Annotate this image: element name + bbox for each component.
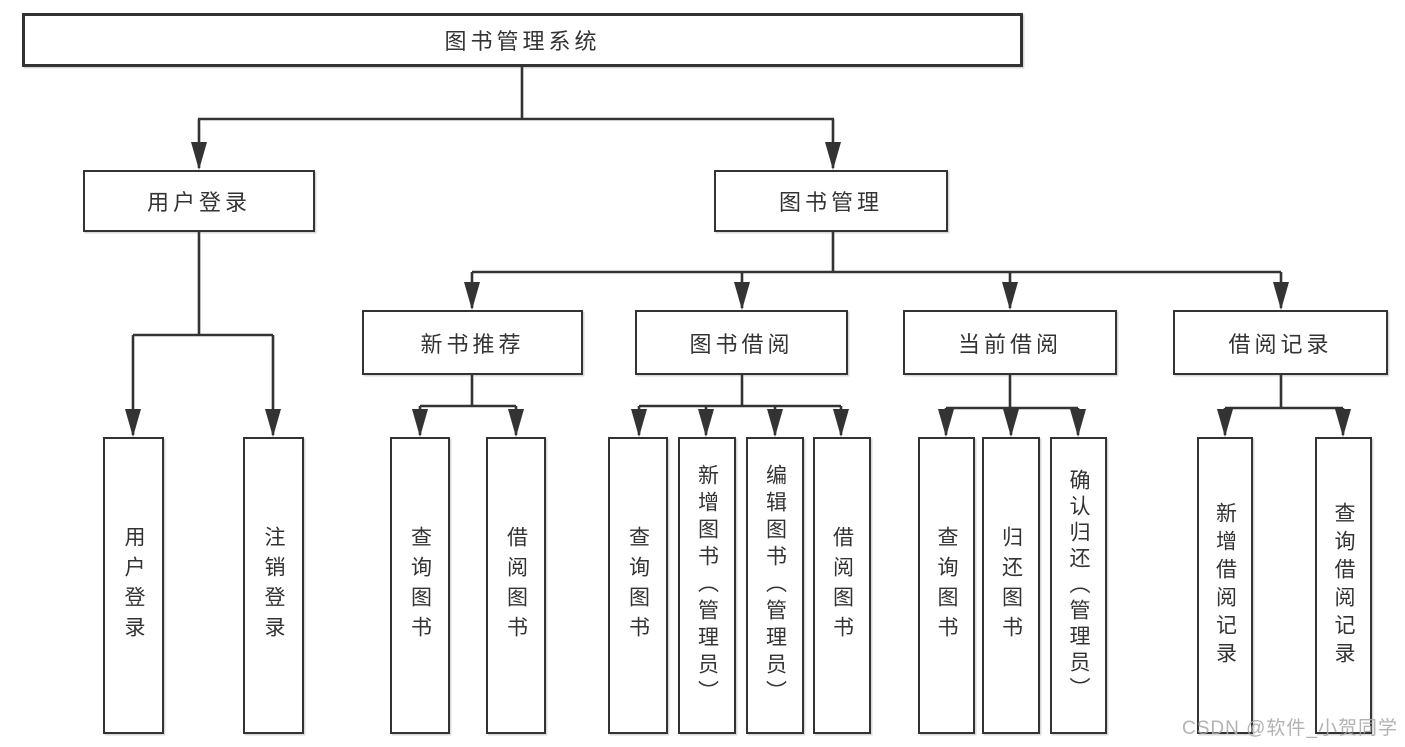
leaf-add-book-admin: 新增图书（管理员） bbox=[678, 437, 736, 734]
connector-user-login-children bbox=[125, 232, 281, 437]
leaf-confirm-return-admin-label: 确认归还（管理员） bbox=[1067, 468, 1090, 703]
leaf-query-borrow-record: 查询借阅记录 bbox=[1315, 437, 1372, 734]
leaf-edit-book-admin-label: 编辑图书（管理员） bbox=[763, 464, 787, 707]
arrowhead bbox=[825, 142, 841, 170]
leaf-return-books: 归还图书 bbox=[982, 437, 1040, 734]
leaf-logout: 注销登录 bbox=[243, 437, 304, 734]
csdn-watermark: CSDN @软件_小贺同学 bbox=[1182, 718, 1398, 739]
node-borrowing-records: 借阅记录 bbox=[1173, 310, 1388, 375]
node-book-management: 图书管理 bbox=[714, 170, 948, 232]
arrowhead bbox=[698, 409, 714, 437]
leaf-query-borrow-record-label: 查询借阅记录 bbox=[1332, 501, 1355, 670]
leaf-user-login: 用户登录 bbox=[103, 437, 164, 734]
arrowhead bbox=[631, 409, 647, 437]
leaf-add-book-admin-label: 新增图书（管理员） bbox=[695, 464, 719, 707]
arrowhead bbox=[412, 409, 428, 437]
leaf-query-books-3: 查询图书 bbox=[918, 437, 975, 734]
connector-current-borrow-children bbox=[938, 375, 1086, 437]
node-current-borrowing-label: 当前借阅 bbox=[957, 331, 1062, 357]
node-borrowing-records-label: 借阅记录 bbox=[1228, 331, 1333, 357]
arrowhead bbox=[191, 142, 207, 170]
leaf-borrow-books-2: 借阅图书 bbox=[813, 437, 871, 734]
arrowhead bbox=[833, 409, 849, 437]
leaf-query-books-2: 查询图书 bbox=[608, 437, 668, 734]
node-book-borrowing: 图书借阅 bbox=[635, 310, 848, 375]
node-current-borrowing: 当前借阅 bbox=[903, 310, 1117, 375]
node-new-book-recommend-label: 新书推荐 bbox=[420, 331, 525, 357]
leaf-confirm-return-admin: 确认归还（管理员） bbox=[1050, 437, 1107, 734]
leaf-query-books-1: 查询图书 bbox=[390, 437, 450, 734]
node-root-label: 图书管理系统 bbox=[444, 29, 601, 54]
connector-borrow-records-children bbox=[1217, 375, 1351, 437]
arrowhead bbox=[508, 409, 524, 437]
leaf-borrow-books-1-label: 借阅图书 bbox=[504, 525, 528, 646]
node-user-login-label: 用户登录 bbox=[146, 190, 251, 215]
node-book-borrowing-label: 图书借阅 bbox=[689, 331, 794, 357]
leaf-query-books-3-label: 查询图书 bbox=[935, 525, 958, 646]
node-root: 图书管理系统 bbox=[22, 13, 1023, 67]
leaf-borrow-books-2-label: 借阅图书 bbox=[830, 525, 854, 646]
leaf-query-books-2-label: 查询图书 bbox=[626, 525, 650, 646]
arrowhead bbox=[1002, 282, 1018, 310]
connector-root-to-level2 bbox=[191, 67, 841, 170]
arrowhead bbox=[125, 409, 141, 437]
arrowhead bbox=[1217, 409, 1233, 437]
connector-book-borrow-children bbox=[631, 375, 849, 437]
arrowhead bbox=[734, 282, 750, 310]
arrowhead bbox=[1335, 409, 1351, 437]
connector-book-mgmt-children bbox=[464, 232, 1289, 310]
leaf-add-borrow-record: 新增借阅记录 bbox=[1197, 437, 1253, 734]
leaf-user-login-label: 用户登录 bbox=[122, 525, 145, 646]
leaf-logout-label: 注销登录 bbox=[262, 525, 285, 646]
arrowhead bbox=[265, 409, 281, 437]
node-new-book-recommend: 新书推荐 bbox=[362, 310, 583, 375]
arrowhead bbox=[464, 282, 480, 310]
leaf-add-borrow-record-label: 新增借阅记录 bbox=[1213, 501, 1237, 670]
connector-new-book-rec-children bbox=[412, 375, 524, 437]
leaf-borrow-books-1: 借阅图书 bbox=[486, 437, 546, 734]
node-book-management-label: 图书管理 bbox=[778, 190, 883, 215]
arrowhead bbox=[1070, 409, 1086, 437]
leaf-query-books-1-label: 查询图书 bbox=[408, 525, 432, 646]
node-user-login: 用户登录 bbox=[83, 170, 315, 232]
arrowhead bbox=[767, 409, 783, 437]
leaf-return-books-label: 归还图书 bbox=[999, 525, 1023, 646]
arrowhead bbox=[1003, 409, 1019, 437]
arrowhead bbox=[1273, 282, 1289, 310]
leaf-edit-book-admin: 编辑图书（管理员） bbox=[746, 437, 804, 734]
arrowhead bbox=[938, 409, 954, 437]
